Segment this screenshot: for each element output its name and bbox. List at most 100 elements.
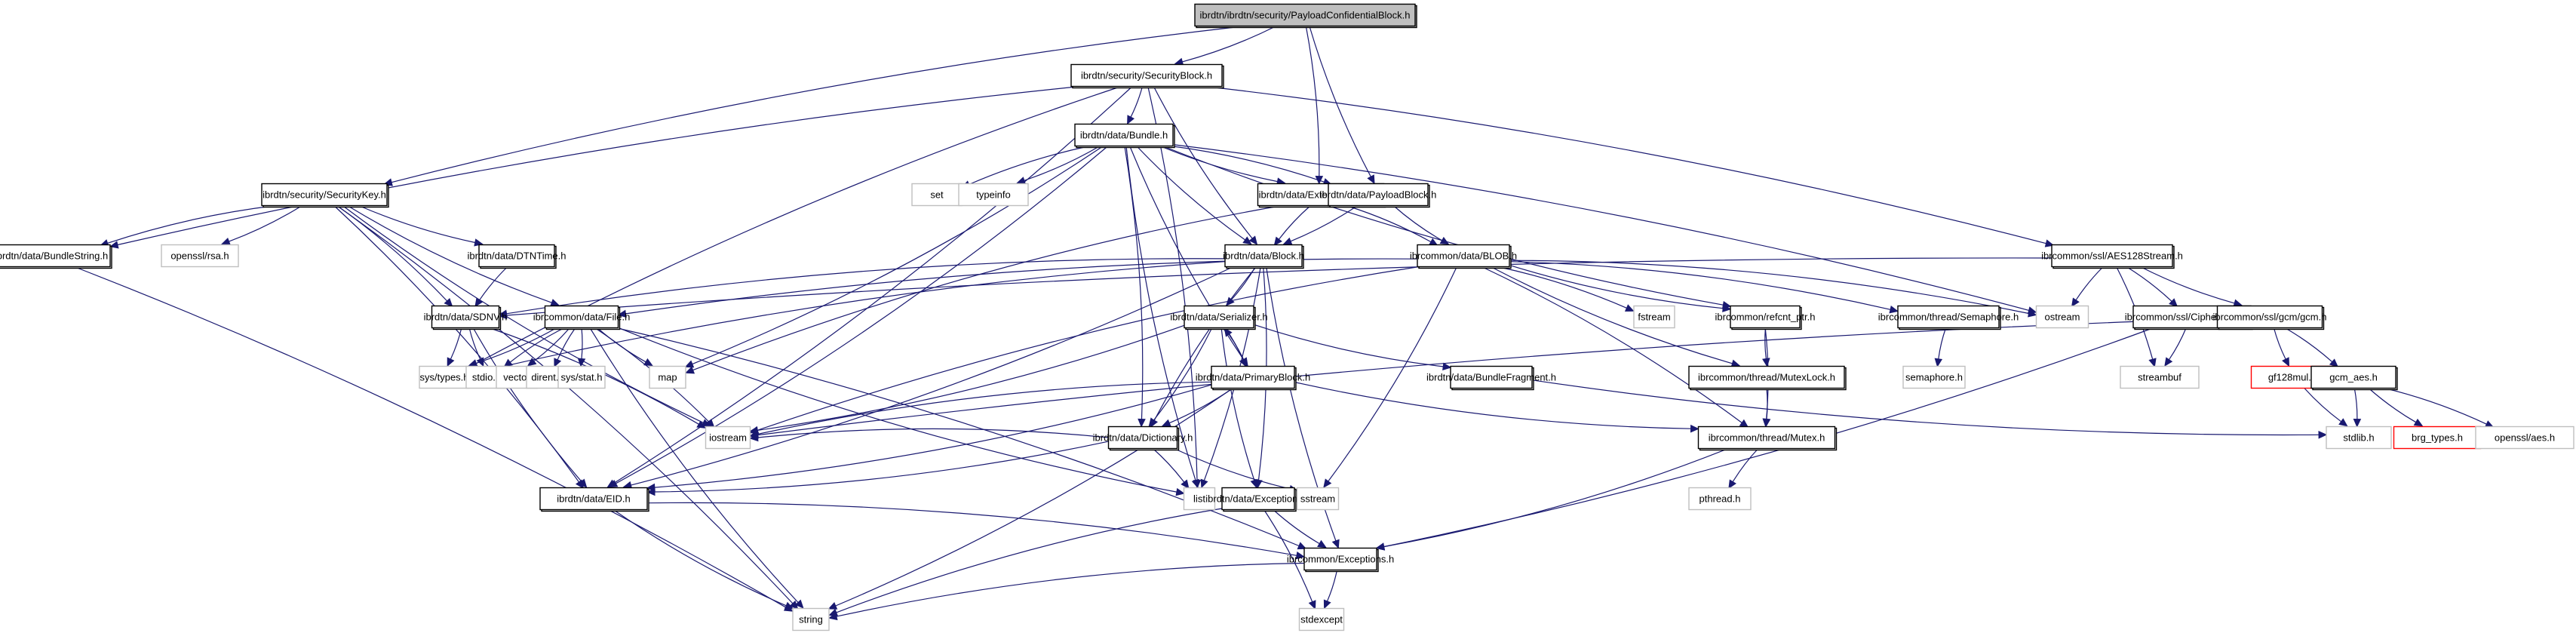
edge-line	[654, 441, 1109, 493]
node-serializer[interactable]: ibrdtn/data/Serializer.h	[1170, 305, 1268, 330]
node-gcm[interactable]: ibrcommon/ssl/gcm/gcm.h	[2213, 305, 2327, 330]
edge-line	[618, 327, 1177, 493]
arrowhead-icon	[2164, 357, 2173, 367]
edge-line	[1172, 144, 2029, 311]
node-refcnt[interactable]: ibrcommon/refcnt_ptr.h	[1715, 305, 1816, 330]
node-brg[interactable]: brg_types.h	[2393, 426, 2482, 450]
arrowhead-icon	[2338, 418, 2348, 427]
node-string: string	[792, 607, 830, 631]
edge-line	[1159, 145, 1278, 183]
node-label: stdio.h	[472, 372, 501, 383]
node-box	[1730, 305, 1801, 329]
node-bundle[interactable]: ibrdtn/data/Bundle.h	[1074, 123, 1175, 149]
node-label: typeinfo	[976, 189, 1011, 201]
arrowhead-icon	[1722, 304, 1732, 312]
node-label: ibrdtn/data/PrimaryBlock.h	[1196, 372, 1310, 383]
node-box	[1184, 305, 1254, 329]
edge-line	[1153, 327, 1213, 421]
node-label: ibrdtn/ibrdtn/security/PayloadConfidenti…	[1200, 10, 1411, 21]
edge-file-to-map	[597, 327, 653, 367]
node-secblock[interactable]: ibrdtn/security/SecurityBlock.h	[1070, 63, 1224, 89]
edge-line	[1136, 146, 1246, 241]
node-seckey[interactable]: ibrdtn/security/SecurityKey.h	[261, 183, 389, 208]
node-label: brg_types.h	[2412, 432, 2463, 444]
arrowhead-icon	[608, 479, 619, 488]
node-box	[1194, 3, 1416, 27]
node-pcb[interactable]: ibrdtn/ibrdtn/security/PayloadConfidenti…	[1194, 3, 1417, 29]
node-fragment[interactable]: ibrdtn/data/BundleFragment.h	[1426, 365, 1556, 391]
edge-line	[692, 204, 1282, 371]
arrowhead-icon	[1191, 478, 1199, 489]
arrowhead-icon	[578, 478, 588, 488]
arrowhead-icon	[749, 433, 759, 442]
arrowhead-icon	[1181, 479, 1190, 490]
node-commonexc[interactable]: ibrcommon/Exceptions.h	[1287, 547, 1394, 573]
node-file[interactable]: ibrcommon/data/File.h	[533, 305, 631, 330]
arrowhead-icon	[109, 241, 119, 249]
edge-sdnv-to-eid	[472, 327, 588, 488]
edge-line	[646, 502, 1297, 556]
arrowhead-icon	[696, 420, 707, 429]
arrowhead-icon	[1138, 418, 1146, 428]
node-aesh: openssl/aes.h	[2475, 426, 2574, 450]
node-aes128[interactable]: ibrcommon/ssl/AES128Stream.h	[2041, 244, 2183, 269]
edge-line	[1174, 447, 1291, 490]
node-blob[interactable]: ibrcommon/data/BLOB.h	[1410, 244, 1517, 269]
node-list: list	[1183, 487, 1216, 511]
edge-line	[1024, 145, 1101, 181]
node-mutexlock[interactable]: ibrcommon/thread/MutexLock.h	[1688, 365, 1847, 391]
node-payloadblock[interactable]: ibrdtn/data/PayloadBlock.h	[1320, 183, 1437, 208]
node-mutex[interactable]: ibrcommon/thread/Mutex.h	[1697, 426, 1838, 451]
arrowhead-icon	[617, 309, 627, 318]
edge-line	[1168, 388, 1233, 424]
edge-sdnv-to-systypes	[447, 327, 462, 367]
node-map: map	[649, 365, 686, 389]
node-primary[interactable]: ibrdtn/data/PrimaryBlock.h	[1196, 365, 1310, 391]
arrowhead-icon	[1889, 306, 1899, 314]
node-box	[1417, 244, 1510, 268]
edge-payloadblock-to-block	[1282, 205, 1359, 245]
arrowhead-icon	[1282, 237, 1293, 245]
arrowhead-icon	[1148, 417, 1157, 427]
node-sstream: sstream	[1296, 487, 1340, 511]
node-label: sys/stat.h	[561, 372, 603, 383]
arrowhead-icon	[643, 358, 653, 367]
node-label: ibrcommon/thread/MutexLock.h	[1698, 372, 1835, 383]
edge-gcm-to-gf128	[2273, 327, 2290, 367]
node-gcmaes[interactable]: gcm_aes.h	[2310, 365, 2398, 391]
node-box	[705, 426, 751, 450]
edge-line	[1497, 266, 1627, 309]
edge-blob-to-semaphore	[1509, 261, 1899, 314]
edge-line	[509, 327, 565, 363]
node-sdnv[interactable]: ibrdtn/data/SDNV.h	[424, 305, 508, 330]
edge-line	[336, 205, 794, 604]
edge-extblock-to-map	[685, 204, 1282, 374]
node-dtntime[interactable]: ibrdtn/data/DTNTime.h	[467, 244, 566, 269]
node-dataexc[interactable]: ibrdtn/data/Exceptions.h	[1205, 487, 1311, 512]
edge-aes128-to-gcm	[2140, 266, 2243, 307]
edge-line	[589, 327, 799, 603]
node-semaphore[interactable]: ibrcommon/thread/Semaphore.h	[1878, 305, 2019, 330]
node-eid[interactable]: ibrdtn/data/EID.h	[539, 487, 649, 512]
edge-line	[654, 384, 1212, 488]
edge-line	[692, 146, 1104, 365]
edge-line	[450, 327, 462, 360]
node-label: ibrdtn/data/Serializer.h	[1170, 312, 1267, 323]
node-label: gcm_aes.h	[2329, 372, 2378, 383]
arrowhead-icon	[1762, 418, 1771, 428]
node-label: ibrdtn/data/EID.h	[557, 493, 631, 505]
edge-seckey-to-sdnv	[336, 205, 453, 308]
node-dictionary[interactable]: ibrdtn/data/Dictionary.h	[1093, 426, 1193, 451]
node-box	[2326, 426, 2392, 450]
edge-line	[472, 327, 582, 482]
edge-line	[358, 204, 475, 244]
arrowhead-icon	[784, 601, 794, 610]
edge-line	[1732, 448, 1759, 482]
arrowhead-icon	[794, 599, 804, 609]
node-label: ibrdtn/data/BundleFragment.h	[1426, 372, 1556, 383]
node-bundlestring[interactable]: ibrdtn/data/BundleString.h	[0, 244, 112, 269]
node-box	[1074, 123, 1174, 147]
node-block[interactable]: ibrdtn/data/Block.h	[1223, 244, 1304, 269]
edge-seckey-to-rsa	[220, 204, 302, 245]
edge-line	[1253, 324, 1444, 367]
